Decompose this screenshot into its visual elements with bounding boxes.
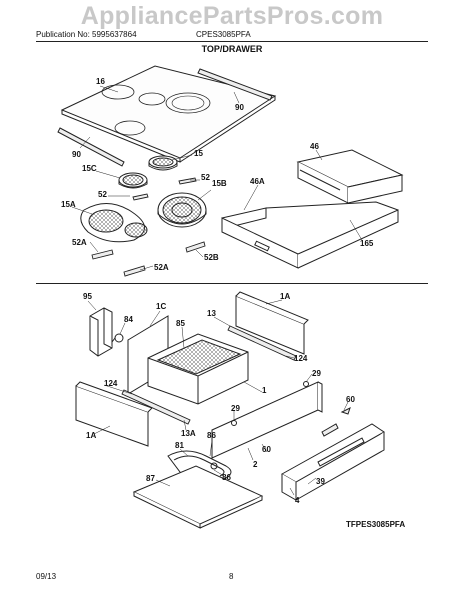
glass-cooktop (60, 65, 277, 163)
drawer-front-panel-39 (280, 423, 385, 501)
callout-1c: 1C (156, 302, 166, 311)
callout-15: 15 (194, 149, 203, 158)
callout-124: 124 (104, 379, 118, 388)
drawer-rail-right (227, 325, 297, 361)
callout-52: 52 (98, 190, 107, 199)
callout-2: 2 (253, 460, 258, 469)
callout-87: 87 (146, 474, 155, 483)
callout-15a: 15A (61, 200, 76, 209)
callout-86: 86 (207, 431, 216, 440)
part-84 (111, 333, 124, 343)
drawer-rail-left (121, 389, 191, 425)
callout-52a: 52A (72, 238, 87, 247)
drawer-bottom-panel-87 (132, 465, 264, 529)
callout-52b: 52B (204, 253, 219, 262)
screw-29 (231, 381, 309, 426)
callout-60: 60 (262, 445, 271, 454)
section-divider (36, 283, 428, 284)
footer-date: 09/13 (36, 572, 57, 581)
element-brackets (91, 177, 206, 277)
callout-46a: 46A (250, 177, 265, 186)
callout-81: 81 (175, 441, 184, 450)
callout-124: 124 (294, 354, 308, 363)
side-bracket-95 (89, 307, 113, 357)
surface-element-15a (80, 203, 148, 243)
drawer-front-2 (211, 381, 323, 459)
callout-4: 4 (295, 496, 300, 505)
callout-15c: 15C (82, 164, 97, 173)
front-support-frame (221, 201, 399, 269)
surface-element-15c (118, 172, 148, 189)
surface-element-15b (157, 192, 207, 228)
callout-85: 85 (176, 319, 185, 328)
callout-1: 1 (262, 386, 267, 395)
callout-90: 90 (235, 103, 244, 112)
publication-number: Publication No: 5995637864 (36, 30, 137, 39)
section-title: TOP/DRAWER (201, 44, 263, 54)
callout-1a: 1A (86, 431, 96, 440)
trim-strip-left (57, 127, 125, 167)
callout-29: 29 (312, 369, 321, 378)
rear-support-frame (296, 149, 404, 204)
callout-60: 60 (346, 395, 355, 404)
footer-page-number: 8 (229, 572, 234, 581)
surface-element-15 (148, 155, 178, 171)
callout-95: 95 (83, 292, 92, 301)
callout-46: 46 (310, 142, 319, 151)
drawer-body (147, 333, 249, 405)
callout-labels: 16 90 90 15 15C 52 52 15B 15A 52A 52A 52… (61, 77, 374, 505)
drawer-handle-60 (321, 407, 351, 437)
callout-15b: 15B (212, 179, 227, 188)
callout-52a: 52A (154, 263, 169, 272)
callout-90: 90 (72, 150, 81, 159)
rear-panel-1a (235, 291, 309, 355)
model-number: CPES3085PFA (196, 30, 251, 39)
leader-lines (71, 85, 363, 496)
callout-165: 165 (360, 239, 374, 248)
callout-84: 84 (124, 315, 133, 324)
callout-13: 13 (207, 309, 216, 318)
callout-1a: 1A (280, 292, 290, 301)
callout-86: 86 (222, 473, 231, 482)
callout-16: 16 (96, 77, 105, 86)
side-panel-1a (75, 381, 153, 447)
callout-52: 52 (201, 173, 210, 182)
diagram-code: TFPES3085PFA (346, 520, 406, 529)
callout-29: 29 (231, 404, 240, 413)
trim-strip-right (197, 68, 273, 101)
watermark: AppliancePartsPros.com (80, 2, 384, 30)
callout-39: 39 (316, 477, 325, 486)
callout-13a: 13A (181, 429, 196, 438)
header-rule (36, 41, 428, 42)
